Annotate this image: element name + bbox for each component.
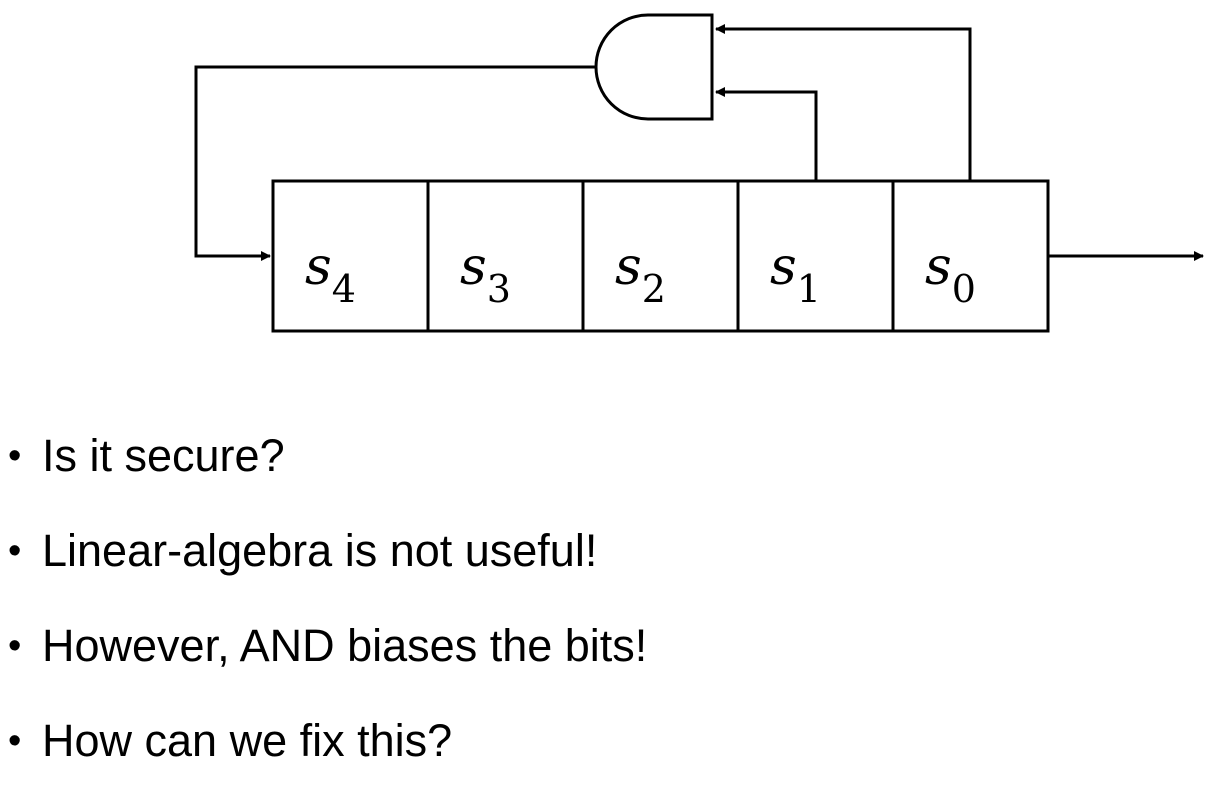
bullet-text: Linear-algebra is not useful! [42, 525, 598, 576]
bullet-list: • Is it secure? • Linear-algebra is not us… [8, 418, 647, 798]
bullet-text: How can we fix this? [42, 715, 453, 766]
cell-label-s4-sub: 4 [332, 267, 356, 311]
cell-label-s3-base: s [460, 237, 487, 297]
cell-label-s2-sub: 2 [642, 267, 666, 311]
cell-label-s2: s2 [615, 237, 666, 311]
cell-label-s4-base: s [305, 237, 332, 297]
bullet-item: • Is it secure? [8, 418, 647, 513]
tap-wire-s1 [715, 87, 818, 181]
bullet-item: • How can we fix this? [8, 703, 647, 798]
cell-label-s1: s1 [770, 237, 821, 311]
bullet-item: • Linear-algebra is not useful! [8, 513, 647, 608]
tap-wire-s0 [715, 24, 972, 181]
feedback-wire [194, 65, 596, 261]
cell-label-s0-base: s [925, 237, 952, 297]
and-gate-icon [594, 13, 714, 121]
cell-label-s3: s3 [460, 237, 511, 311]
cell-label-s3-sub: 3 [487, 267, 511, 311]
cell-label-s0: s0 [925, 237, 976, 311]
bullet-dot: • [8, 720, 22, 762]
bullet-dot: • [8, 435, 22, 477]
shift-register-diagram: s4 s3 s2 s1 s0 [194, 13, 1204, 333]
cell-label-s4: s4 [305, 237, 356, 311]
bullet-dot: • [8, 530, 22, 572]
cell-label-s2-base: s [615, 237, 642, 297]
bullet-item: • However, AND biases the bits! [8, 608, 647, 703]
cell-label-s0-sub: 0 [952, 267, 976, 311]
cell-label-s1-base: s [770, 237, 797, 297]
cell-label-s1-sub: 1 [797, 267, 821, 311]
bullet-dot: • [8, 625, 22, 667]
bullet-text: Is it secure? [42, 430, 285, 481]
bullet-text: However, AND biases the bits! [42, 620, 648, 671]
